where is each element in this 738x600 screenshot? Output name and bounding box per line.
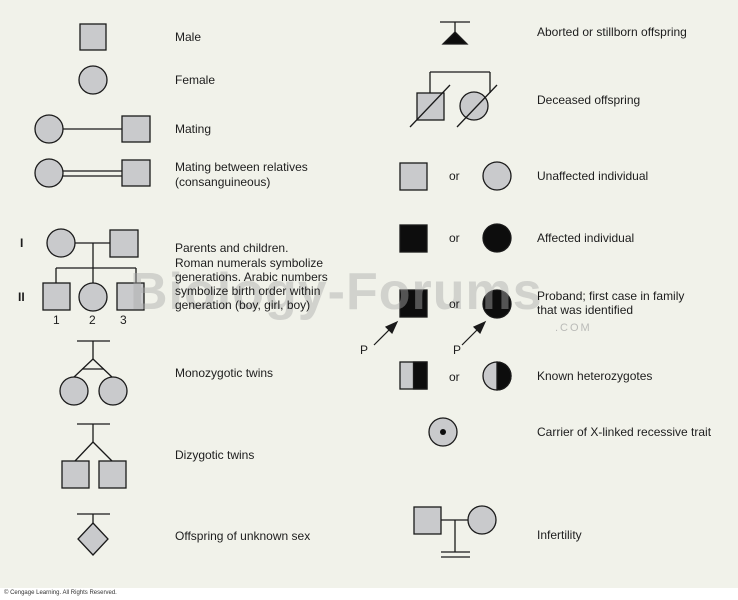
parents-children-symbol bbox=[42, 228, 145, 312]
label-aborted: Aborted or stillborn offspring bbox=[537, 25, 687, 39]
birth-order-2: 2 bbox=[89, 313, 96, 327]
proband-male-symbol bbox=[399, 289, 428, 318]
copyright-notice: © Cengage Learning. All Rights Reserved. bbox=[4, 590, 117, 596]
proband-arrow-female bbox=[461, 320, 487, 346]
label-proband-2: that was identified bbox=[537, 303, 634, 317]
label-monozygotic: Monozygotic twins bbox=[175, 366, 274, 380]
monozygotic-twins-symbol bbox=[59, 340, 128, 406]
generation-2-label: II bbox=[18, 290, 25, 304]
heterozygote-male-symbol bbox=[399, 361, 428, 390]
proband-arrow-male bbox=[373, 320, 399, 346]
label-carrier: Carrier of X-linked recessive trait bbox=[537, 425, 712, 439]
label-male: Male bbox=[175, 30, 202, 44]
proband-p-female: P bbox=[453, 343, 462, 357]
proband-p-male: P bbox=[360, 343, 369, 357]
label-mating: Mating bbox=[175, 122, 212, 136]
watermark: Biology-Forums bbox=[130, 263, 543, 321]
heterozygote-female-symbol bbox=[482, 361, 512, 391]
label-infertility: Infertility bbox=[537, 528, 582, 542]
male-symbol bbox=[79, 23, 107, 51]
or-heterozygote: or bbox=[449, 370, 460, 384]
affected-female-symbol bbox=[482, 223, 512, 253]
unaffected-female-symbol bbox=[482, 161, 512, 191]
label-proband-1: Proband; first case in family bbox=[537, 289, 685, 303]
label-unknown-sex: Offspring of unknown sex bbox=[175, 529, 311, 543]
birth-order-3: 3 bbox=[120, 313, 127, 327]
label-parents-3: generations. Arabic numbers bbox=[175, 270, 328, 284]
label-parents-5: generation (boy, girl, boy) bbox=[175, 298, 311, 312]
label-female: Female bbox=[175, 73, 216, 87]
carrier-symbol bbox=[428, 417, 458, 447]
label-affected: Affected individual bbox=[537, 231, 635, 245]
or-unaffected: or bbox=[449, 169, 460, 183]
infertility-symbol bbox=[413, 505, 497, 558]
female-symbol bbox=[78, 65, 108, 95]
dizygotic-twins-symbol bbox=[61, 423, 127, 489]
label-deceased: Deceased offspring bbox=[537, 93, 641, 107]
label-unaffected: Unaffected individual bbox=[537, 169, 649, 183]
label-heterozygotes: Known heterozygotes bbox=[537, 369, 653, 383]
consanguineous-symbol bbox=[34, 158, 151, 188]
proband-female-symbol bbox=[482, 289, 512, 319]
label-consanguineous-2: (consanguineous) bbox=[175, 175, 271, 189]
label-parents-1: Parents and children. bbox=[175, 241, 289, 255]
generation-1-label: I bbox=[20, 236, 24, 250]
unknown-sex-symbol bbox=[77, 513, 110, 556]
unaffected-male-symbol bbox=[399, 162, 428, 191]
deceased-symbol bbox=[409, 71, 498, 128]
or-proband: or bbox=[449, 297, 460, 311]
label-consanguineous-1: Mating between relatives bbox=[175, 160, 308, 174]
affected-male-symbol bbox=[399, 224, 428, 253]
aborted-symbol bbox=[440, 21, 470, 45]
watermark-sub: .COM bbox=[555, 322, 592, 334]
or-affected: or bbox=[449, 231, 460, 245]
label-dizygotic: Dizygotic twins bbox=[175, 448, 255, 462]
mating-symbol bbox=[34, 114, 151, 144]
label-parents-4: symbolize birth order within bbox=[175, 284, 321, 298]
label-parents-2: Roman numerals symbolize bbox=[175, 256, 324, 270]
birth-order-1: 1 bbox=[53, 313, 60, 327]
